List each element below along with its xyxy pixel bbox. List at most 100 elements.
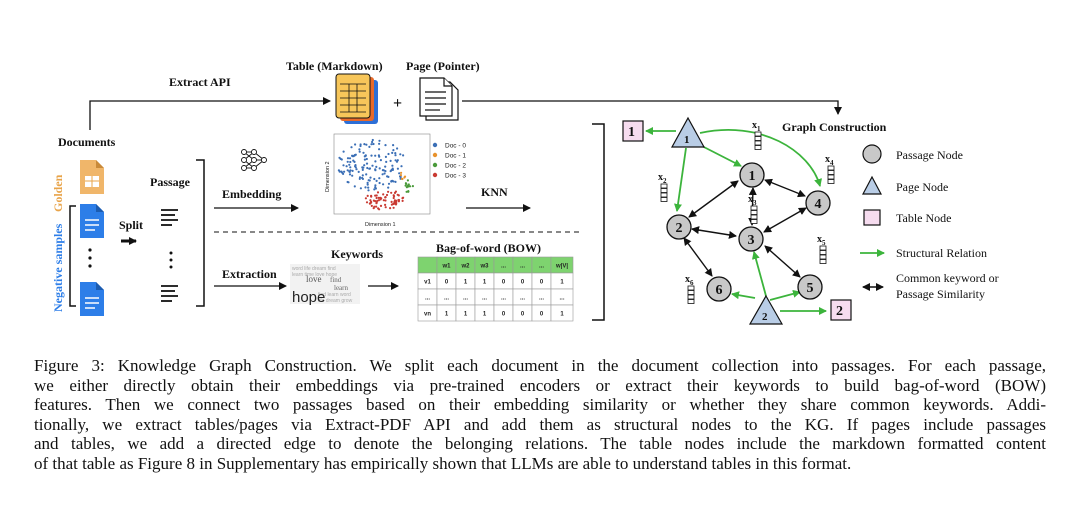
bow-value-cell: 1 [464,280,468,286]
scatter-point [406,179,409,182]
scatter-point [384,206,387,209]
passage-node-label: 6 [716,283,723,298]
scatter-point [384,196,387,199]
scatter-point [342,150,345,153]
scatter-point [365,173,368,176]
page-pointer-label: Page (Pointer) [406,59,480,73]
scatter-point [340,171,344,174]
scatter-point [390,191,393,194]
legend-table-icon [863,209,881,226]
scatter-point [353,160,356,163]
scatter-point [403,175,407,178]
graph-construction-label: Graph Construction [782,120,887,134]
passage-node-4 [805,190,831,216]
passage-icons [161,209,178,302]
scatter-point [349,169,352,172]
passage-node-2 [666,214,692,240]
scatter-point [390,180,393,183]
scatter-point [346,169,349,172]
scatter-point [404,184,407,187]
bow-value-cell: vn [424,312,431,318]
scatter-point [378,177,381,180]
scatter-point [351,174,354,177]
keyword-wordcloud: word life dream find learn time love hop… [290,264,360,306]
scatter-point [361,174,364,177]
scatter-point [354,165,357,168]
scatter-point [354,153,357,156]
scatter-point [374,184,377,187]
scatter-point [361,176,364,180]
legend-table-node: Table Node [896,211,951,225]
scatter-point [363,164,366,167]
scatter-point [374,200,377,203]
feature-subscript: 5 [822,239,826,247]
wordcloud-word-learn: learn [334,284,348,292]
scatter-legend: Doc - 0 Doc - 1 Doc - 2 Doc - 3 [432,143,466,180]
scatter-point [392,149,395,152]
doc-icon-1 [80,204,104,238]
scatter-point [384,155,387,158]
scatter-point [364,197,367,200]
scatter-point [373,188,376,191]
feature-cell [750,210,758,215]
scatter-point [382,183,385,186]
scatter-point [373,177,376,181]
scatter-point [359,187,362,190]
scatter-point [361,166,364,169]
passage-bracket [196,159,205,307]
feature-label-x2: x2 [658,172,667,185]
bow-value-cell: ... [425,296,430,302]
feature-cell [819,254,827,260]
passage-node-6 [706,276,732,302]
scatter-point [396,167,399,170]
feature-cell [827,165,835,171]
scatter-point [384,165,387,168]
bow-value-cell: ... [539,296,544,302]
scatter-point [346,160,349,163]
caption-line-2: we either directly obtain their embeddin… [34,375,1046,395]
scatter-point [399,153,402,156]
scatter-point [387,182,391,185]
scatter-point [401,199,404,202]
scatter-point [358,148,361,151]
feature-subscript: 4 [830,159,834,167]
scatter-y-axis: Dimension 2 [325,161,331,192]
scatter-x-axis: Dimension 1 [365,222,396,228]
bow-header-cell: w|V| [555,264,568,270]
scatter-point [363,158,366,161]
scatter-point [359,143,362,146]
caption-line-5: and tables, we add a directed edge to de… [34,434,1046,454]
passage-node-label: 3 [748,233,755,248]
scatter-point [371,138,374,142]
bow-value-cell: 0 [502,312,506,318]
legend-doc2: Doc - 2 [445,163,466,170]
scatter-point [366,194,369,197]
table-node-2: 2 [830,299,852,321]
feature-cell [660,188,668,193]
scatter-point [400,171,403,174]
scatter-point [378,181,381,185]
feature-cell [754,136,762,141]
scatter-point [378,148,381,151]
legend-doc1: Doc - 1 [445,153,466,160]
feature-cell [819,250,827,255]
scatter-point [345,165,348,168]
scatter-point [392,202,395,205]
scatter-point [396,147,399,150]
scatter-point [374,154,377,157]
feature-cell [660,192,668,198]
scatter-point [365,201,369,204]
tsne-scatter-plot: Dimension 1 Dimension 2 [325,133,431,228]
scatter-point [370,143,373,146]
scatter-point [377,154,380,157]
scatter-point [381,169,384,172]
scatter-point [394,180,397,183]
bow-value-cell: 1 [560,280,564,286]
scatter-point [353,185,356,188]
caption-line-3: features. Then we connect two passages b… [34,395,1046,415]
scatter-point [407,190,410,193]
passage-label: Passage [150,175,191,189]
feature-cell [687,285,695,291]
scatter-point [401,197,404,200]
